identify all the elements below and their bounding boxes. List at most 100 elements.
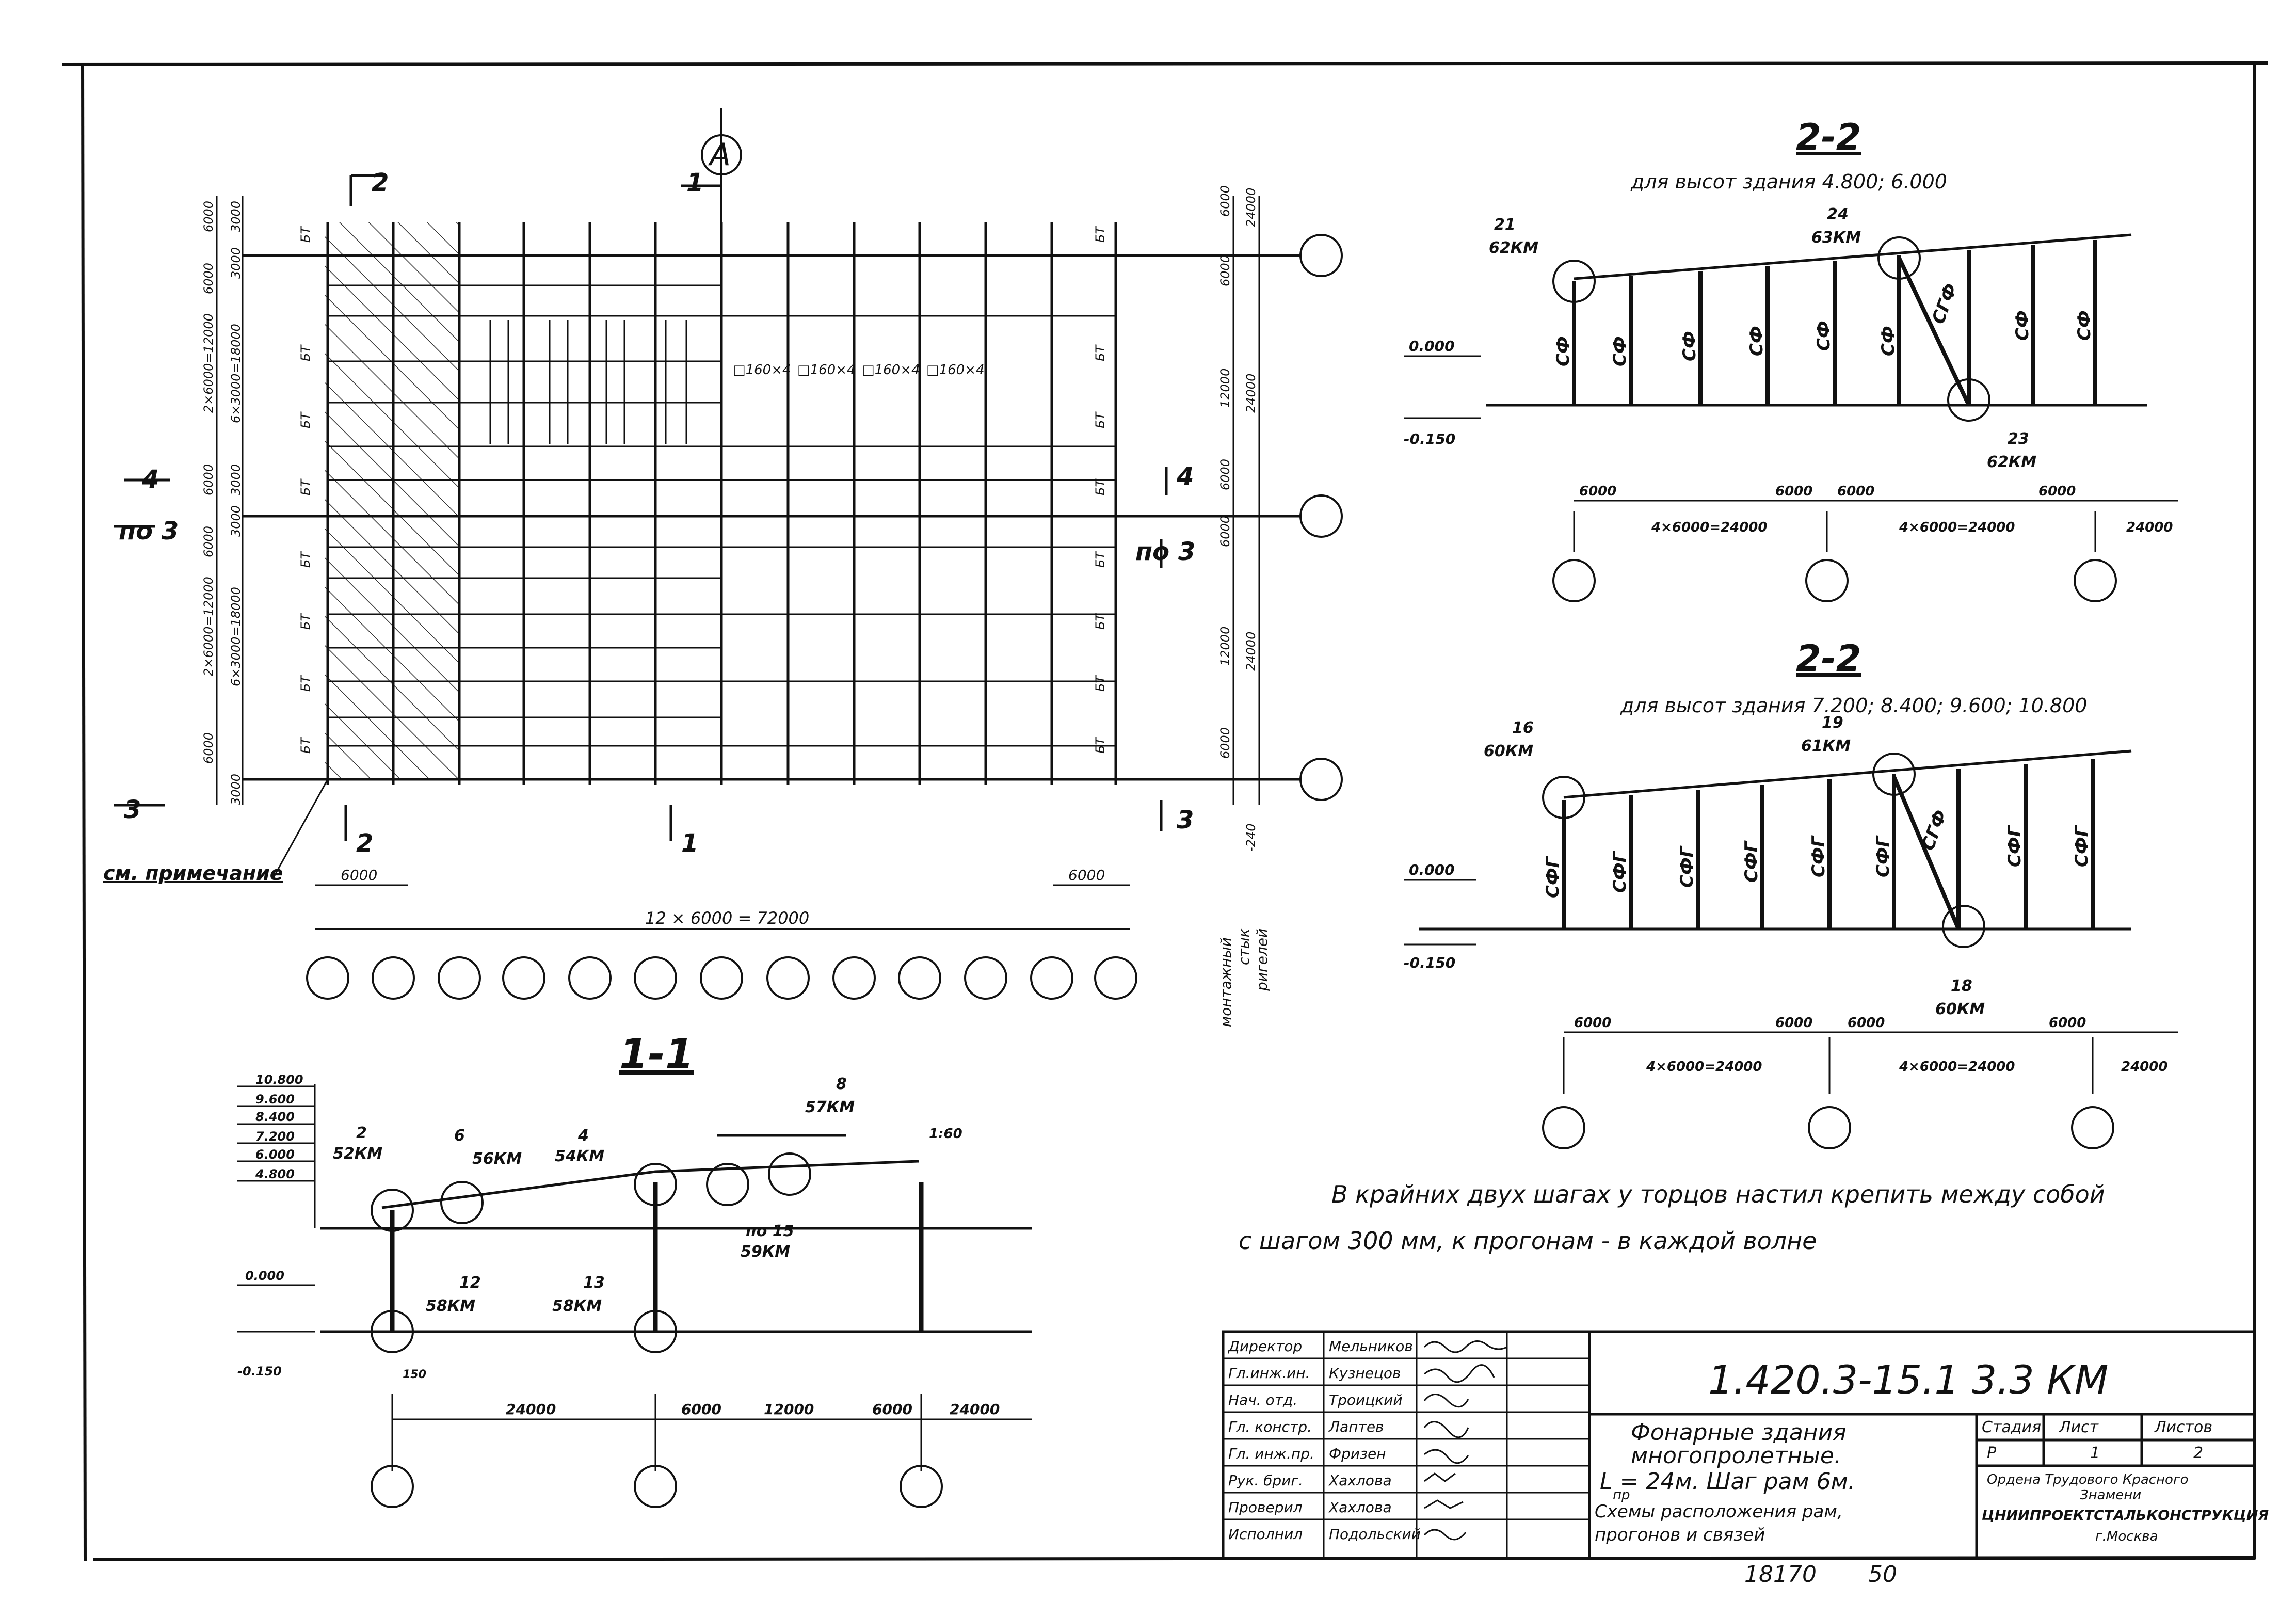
section-mark-1-top: 1 <box>686 168 703 197</box>
node-num: 12 <box>459 1274 481 1292</box>
left-dim-inner: 3000 <box>229 774 243 805</box>
left-dim-outer: 6000 <box>201 263 216 294</box>
dim-bottom: 4×6000=24000 <box>1899 1059 2015 1075</box>
purlin-label: □160×4 <box>733 362 791 378</box>
bt-label: БТ <box>298 675 313 692</box>
left-dim-inner: 3000 <box>229 505 243 537</box>
dim-bottom: 4×6000=24000 <box>1899 520 2015 535</box>
bt-label: БТ <box>1093 478 1107 495</box>
title-sub: пр <box>1613 1487 1630 1503</box>
height-label: 4.800 <box>255 1167 295 1181</box>
node-num: 8 <box>836 1075 847 1093</box>
section-2-2-a: 2-2 для высот здания 4.800; 6.000 21 62К… <box>1404 116 2178 602</box>
node-code: 58КМ <box>426 1297 475 1315</box>
node-num: по 15 <box>746 1222 794 1240</box>
role: Нач. отд. <box>1228 1391 1297 1408</box>
title-line: прогонов и связей <box>1595 1525 1765 1545</box>
node-code: 62КМ <box>1987 453 2036 471</box>
node-code: 58КМ <box>552 1297 602 1315</box>
signatures <box>1423 1340 1507 1541</box>
dim: 12000 <box>764 1401 814 1418</box>
node-num: 21 <box>1494 216 1516 234</box>
bottom-dim-total: 12 × 6000 = 72000 <box>645 908 809 928</box>
right-dim-outer: 24000 <box>1244 374 1258 413</box>
column-label: СФ <box>1679 331 1700 361</box>
level-label: -0.150 <box>1404 954 1455 971</box>
name: Троицкий <box>1329 1391 1403 1408</box>
name: Фризен <box>1329 1445 1386 1462</box>
purlin-label: □160×4 <box>862 362 920 378</box>
dim: 6000 <box>872 1401 912 1418</box>
right-dim-inner: 12000 <box>1218 627 1232 666</box>
dim-bottom: 24000 <box>2121 1059 2167 1075</box>
bottom-number: 50 <box>1868 1561 1897 1588</box>
column-label: СФГ <box>1741 840 1762 883</box>
node-num: 6 <box>454 1127 465 1145</box>
brace-label: СГФ <box>1918 807 1951 853</box>
node-code: 62КМ <box>1489 239 1538 257</box>
name: Хахлова <box>1328 1499 1392 1516</box>
dim-top: 6000 <box>1775 484 1812 499</box>
section-1-1: 1-1 10.800 9.600 8.400 7.200 6.000 4.800… <box>237 1030 1032 1508</box>
node-code: 54КМ <box>555 1147 604 1165</box>
purlin-label: □160×4 <box>797 362 856 378</box>
section-subtitle: для высот здания 7.200; 8.400; 9.600; 10… <box>1620 694 2087 717</box>
left-dim-inner: 6×3000=18000 <box>229 324 243 423</box>
dim: 6000 <box>681 1401 721 1418</box>
level-label: 0.000 <box>1409 338 1455 355</box>
section-mark-3-right: 3 <box>1177 806 1194 835</box>
section-mark-po3-right: по 3 <box>1135 537 1195 566</box>
bottom-dim-first: 6000 <box>341 867 377 884</box>
dim: 24000 <box>506 1401 556 1418</box>
bt-label: БТ <box>1093 613 1107 630</box>
title-block: Директор Гл.инж.ин. Нач. отд. Гл. констр… <box>1222 1330 2269 1588</box>
left-dim-inner: 3000 <box>229 247 243 279</box>
title-line: L = 24м. Шаг рам 6м. <box>1600 1468 1855 1495</box>
left-dim-outer: 6000 <box>201 526 216 557</box>
column-label: СФ <box>1746 326 1767 356</box>
height-label: 8.400 <box>255 1110 295 1124</box>
org-line: Знамени <box>2080 1487 2141 1503</box>
level-label: -0.150 <box>1404 430 1455 447</box>
right-dim-inner: 6000 <box>1218 459 1232 490</box>
column-label: СФ <box>1553 336 1574 366</box>
bt-label: БТ <box>298 411 313 428</box>
bt-label: БТ <box>1093 737 1107 754</box>
title-line: Фонарные здания <box>1631 1419 1847 1446</box>
column-label: СФ <box>1813 321 1834 351</box>
node-code: 56КМ <box>472 1150 522 1168</box>
dim-top: 6000 <box>1574 1015 1611 1031</box>
stage-head: Лист <box>2059 1418 2099 1436</box>
bottom-number: 18170 <box>1744 1561 1817 1588</box>
bt-label: БТ <box>1093 344 1107 361</box>
height-label: 9.600 <box>255 1092 295 1107</box>
name: Кузнецов <box>1329 1365 1401 1382</box>
node-num: 23 <box>2008 430 2029 448</box>
role: Рук. бриг. <box>1228 1472 1303 1489</box>
dim-bottom: 4×6000=24000 <box>1651 520 1767 535</box>
node-code: 60КМ <box>1484 742 1533 760</box>
slope-label: 1:60 <box>929 1126 962 1142</box>
section-mark-3-left: 3 <box>124 795 141 824</box>
node-num: 16 <box>1512 719 1534 737</box>
node-num: 4 <box>577 1127 589 1145</box>
stage-val: 2 <box>2193 1444 2203 1462</box>
column-label: СФГ <box>1610 850 1630 893</box>
height-label: 6.000 <box>255 1147 295 1162</box>
section-title: 1-1 <box>619 1030 694 1078</box>
right-dim-outer: 24000 <box>1244 632 1258 671</box>
left-dim-outer: 6000 <box>201 201 216 232</box>
small-dim: 150 <box>403 1368 426 1381</box>
section-mark-po3-left: по 3 <box>119 517 179 546</box>
org-line: Ордена Трудового Красного <box>1987 1472 2189 1487</box>
column-label: СФГ <box>1677 845 1697 888</box>
dim-bottom: 4×6000=24000 <box>1646 1059 1762 1075</box>
section-2-2-b: 2-2 для высот здания 7.200; 8.400; 9.600… <box>1404 637 2178 1149</box>
section-mark-1-bottom: 1 <box>681 829 698 858</box>
node-code: 60КМ <box>1935 1000 1985 1018</box>
left-dim-outer: 2×6000=12000 <box>201 577 216 676</box>
name: Хахлова <box>1328 1472 1392 1489</box>
title-line: Схемы расположения рам, <box>1595 1501 1843 1522</box>
node-num: 2 <box>356 1124 367 1142</box>
dim-top: 6000 <box>1837 484 1874 499</box>
